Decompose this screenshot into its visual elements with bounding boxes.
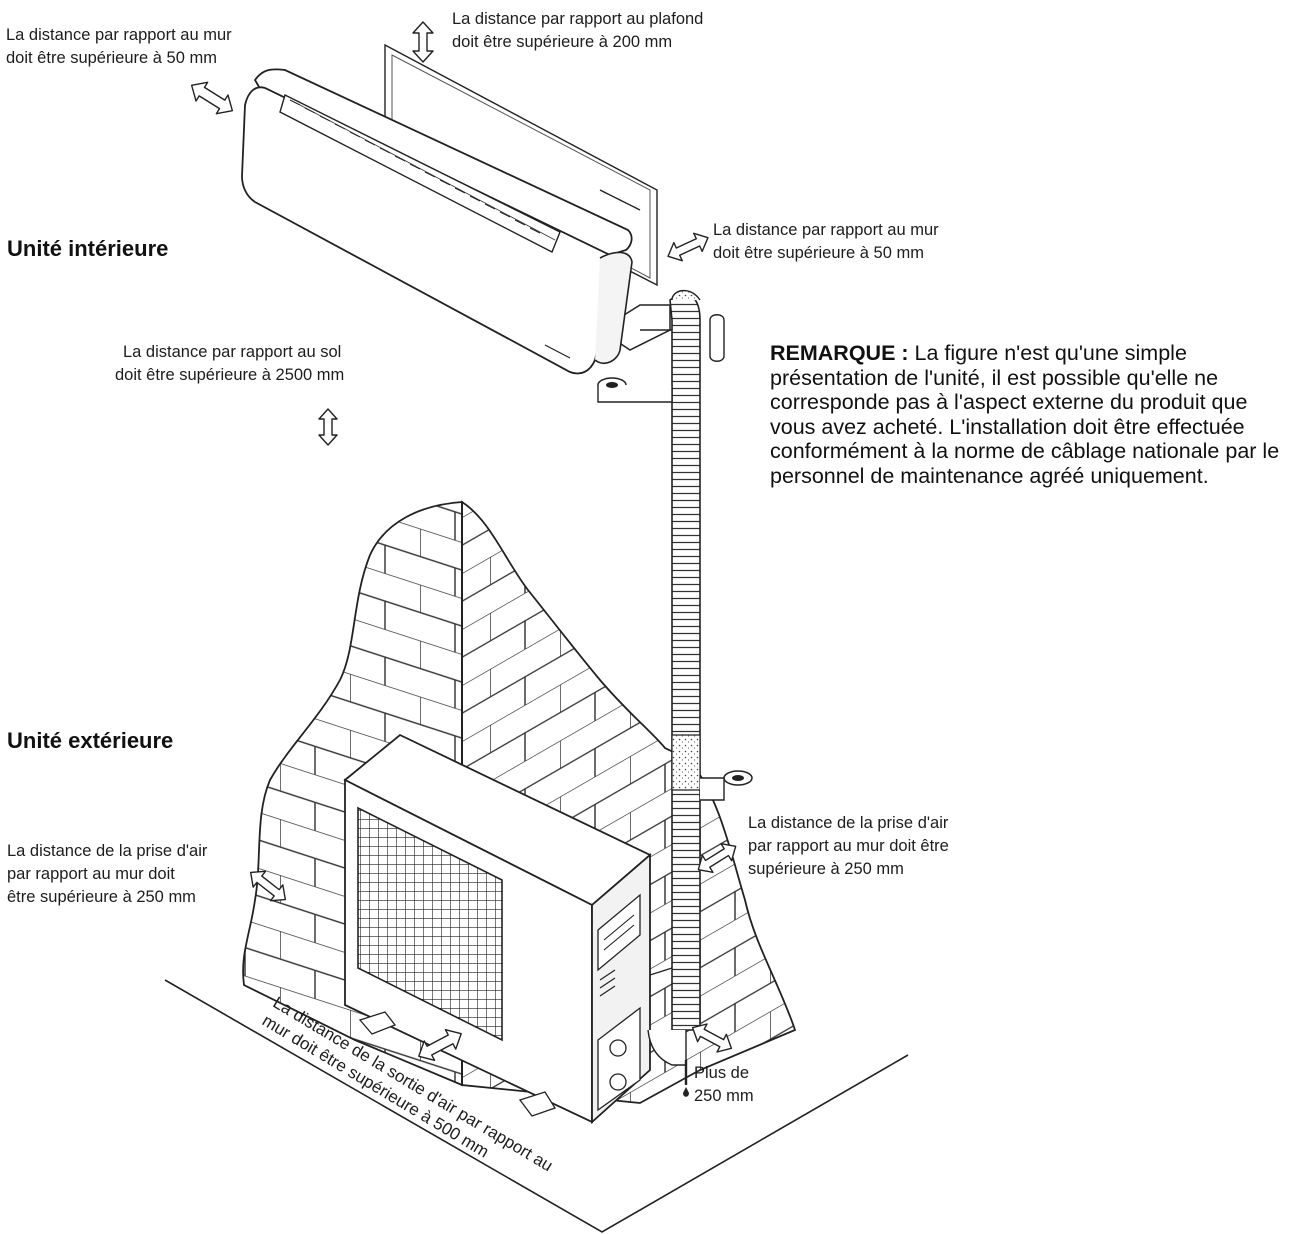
wall-sleeve bbox=[597, 314, 753, 801]
wall-distance-right-label: La distance par rapport au mur doit être… bbox=[713, 221, 939, 262]
side-distance-label: Plus de 250 mm bbox=[694, 1064, 754, 1105]
air-intake-left-label: La distance de la prise d'air par rappor… bbox=[7, 842, 208, 906]
ceiling-distance-label: La distance par rapport au plafond doit … bbox=[452, 10, 704, 51]
remark-title: REMARQUE : bbox=[770, 341, 909, 365]
indoor-unit bbox=[241, 68, 633, 375]
floor-distance-label: La distance par rapport au sol doit être… bbox=[115, 343, 345, 384]
remark-note: REMARQUE : La figure n'est qu'une simple… bbox=[770, 341, 1285, 488]
ground-plane bbox=[164, 979, 909, 1233]
air-intake-right-label: La distance de la prise d'air par rappor… bbox=[748, 814, 949, 878]
double-arrow-icon bbox=[190, 21, 737, 1062]
outdoor-unit-heading: Unité extérieure bbox=[7, 728, 174, 753]
indoor-unit-heading: Unité intérieure bbox=[7, 236, 169, 261]
remark-text: La figure n'est qu'une simple présentati… bbox=[770, 341, 1280, 488]
wall-distance-left-label: La distance par rapport au mur doit être… bbox=[6, 26, 232, 67]
outdoor-unit bbox=[343, 733, 652, 1125]
